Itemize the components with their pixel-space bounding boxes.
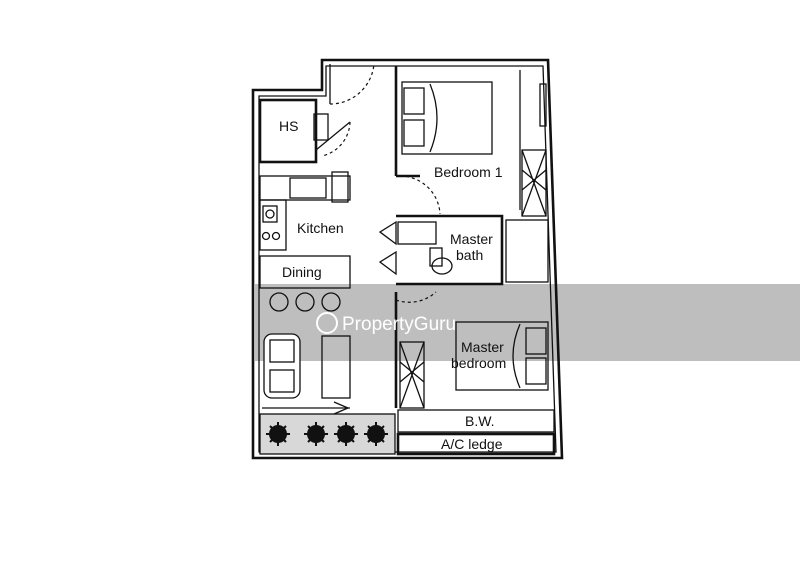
watermark-text: PropertyGuru bbox=[342, 314, 456, 335]
master-bedroom-label-1: Master bbox=[461, 339, 504, 355]
master-bath-label-2: bath bbox=[456, 247, 483, 263]
entrance-door bbox=[329, 63, 375, 105]
hs-label: HS bbox=[279, 118, 298, 134]
bedroom1-label: Bedroom 1 bbox=[434, 164, 503, 180]
master-bedroom bbox=[394, 291, 549, 409]
outer-walls bbox=[251, 58, 564, 460]
ac-ledge-label: A/C ledge bbox=[441, 436, 503, 452]
master-bedroom-label-2: bedroom bbox=[451, 355, 506, 371]
watermark: PropertyGuru bbox=[316, 312, 456, 335]
watermark-logo-icon bbox=[316, 312, 338, 334]
master-bath-label-1: Master bbox=[450, 231, 493, 247]
dining-label: Dining bbox=[282, 264, 322, 280]
dining-table bbox=[259, 255, 351, 312]
bay-window bbox=[396, 409, 556, 456]
bw-label: B.W. bbox=[465, 413, 495, 429]
kitchen-counter bbox=[259, 171, 351, 251]
bedroom-1 bbox=[394, 66, 547, 217]
hs-room bbox=[258, 98, 351, 164]
living-furniture bbox=[262, 333, 351, 415]
master-bath bbox=[378, 214, 549, 286]
planter bbox=[259, 413, 396, 455]
kitchen-label: Kitchen bbox=[297, 220, 344, 236]
